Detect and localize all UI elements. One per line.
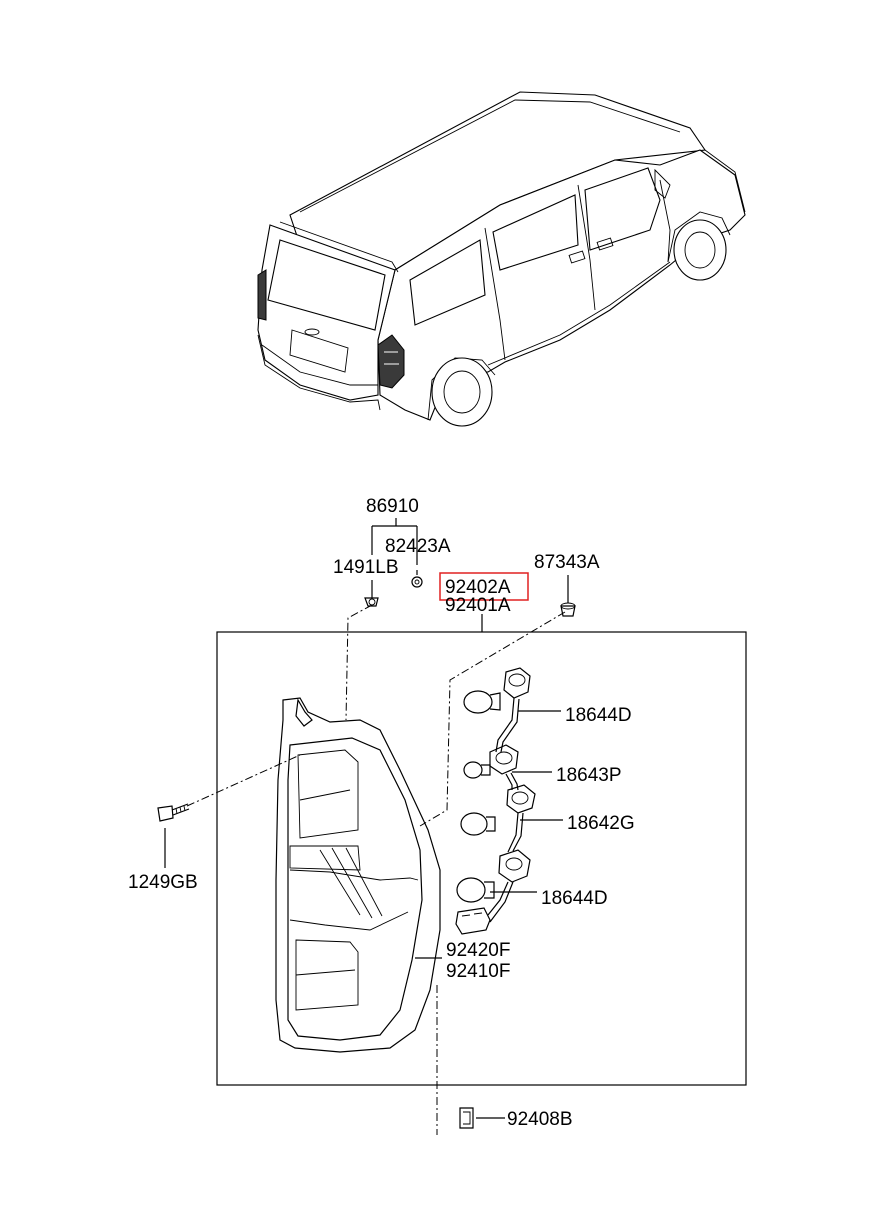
bulb-18644d-bottom — [456, 877, 495, 903]
label-18644d-bottom[interactable]: 18644D — [541, 888, 608, 909]
assembly-frame — [216, 631, 747, 1086]
label-18643p[interactable]: 18643P — [556, 765, 622, 786]
socket-bottom — [498, 849, 531, 883]
van-illustration — [257, 91, 746, 427]
highlight-box — [439, 572, 529, 601]
socket-middle-1 — [489, 744, 519, 775]
socket-top — [503, 667, 531, 699]
label-86910[interactable]: 86910 — [366, 496, 419, 517]
label-82423a[interactable]: 82423A — [385, 536, 451, 557]
bulb-18642g — [460, 812, 496, 836]
wiring-harness — [487, 697, 524, 923]
bulb-18644d-top — [463, 690, 501, 714]
label-1491lb[interactable]: 1491LB — [333, 557, 399, 578]
label-18644d-top[interactable]: 18644D — [565, 705, 632, 726]
grommet-87343a — [560, 602, 576, 617]
label-92420f[interactable]: 92420F — [446, 940, 510, 961]
label-92410f[interactable]: 92410F — [446, 961, 510, 982]
tail-lamp-housing — [275, 697, 441, 1053]
label-18642g[interactable]: 18642G — [567, 813, 635, 834]
label-1249gb[interactable]: 1249GB — [128, 872, 198, 893]
label-87343a[interactable]: 87343A — [534, 552, 600, 573]
label-92408b[interactable]: 92408B — [507, 1109, 573, 1130]
bulb-18643p — [463, 761, 491, 779]
leader-lines — [164, 518, 569, 1119]
label-92401a[interactable]: 92401A — [445, 595, 511, 616]
socket-middle-2 — [506, 784, 536, 814]
fastener-1491lb — [364, 597, 379, 607]
label-92402a[interactable]: 92402A — [445, 577, 511, 598]
connector — [455, 907, 491, 935]
screw-1249gb — [157, 803, 190, 822]
washer-82423a — [411, 576, 423, 588]
assembly-lines — [186, 604, 566, 1135]
clip-92408b — [459, 1107, 474, 1129]
